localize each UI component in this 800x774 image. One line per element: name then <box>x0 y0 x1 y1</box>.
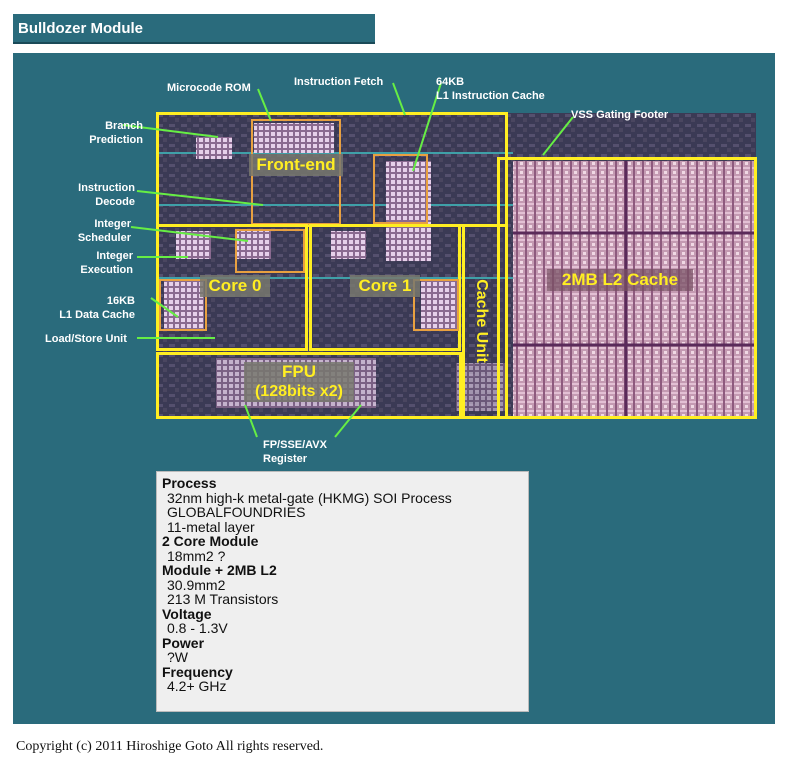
front-end-title: Front-end <box>249 154 343 176</box>
label-instruction-fetch: Instruction Fetch <box>294 76 384 88</box>
label-integer-execution-2: Execution <box>80 264 133 276</box>
fpu-block <box>156 352 462 419</box>
spec-heading: Power <box>162 634 205 651</box>
label-fp-register-2: Register <box>263 453 308 465</box>
label-load-store-unit: Load/Store Unit <box>45 333 127 345</box>
core1-title: Core 1 <box>350 275 420 297</box>
spec-heading: Module + 2MB L2 <box>162 562 277 578</box>
label-l1-dcache-2: L1 Data Cache <box>59 309 135 321</box>
core0-block <box>156 224 308 351</box>
core0-title: Core 0 <box>200 275 270 297</box>
spec-value: 0.8 - 1.3V <box>167 620 228 636</box>
label-branch-prediction-2: Prediction <box>89 134 143 146</box>
label-vss-gating-footer: VSS Gating Footer <box>571 109 669 121</box>
page-title: Bulldozer Module <box>13 14 375 44</box>
l2-cache-title: 2MB L2 Cache <box>547 269 693 291</box>
core1-block <box>309 224 461 351</box>
spec-heading: 2 Core Module <box>162 533 259 549</box>
spec-value: 213 M Transistors <box>167 591 279 607</box>
copyright-text: Copyright (c) 2011 Hiroshige Goto All ri… <box>16 739 324 754</box>
label-instruction-decode-2: Decode <box>95 196 135 208</box>
label-integer-execution-1: Integer <box>96 250 133 262</box>
spec-value: 30.9mm2 <box>167 576 226 593</box>
l1-dcache-block-core1 <box>413 279 459 331</box>
label-instruction-decode-1: Instruction <box>78 182 135 194</box>
spec-value: ?W <box>167 649 188 665</box>
label-integer-scheduler-1: Integer <box>94 218 131 230</box>
spec-value: 11-metal layer <box>167 518 255 535</box>
spec-heading: Process <box>162 475 217 491</box>
spec-value: 18mm2 ? <box>167 547 226 564</box>
spec-heading: Frequency <box>162 663 233 680</box>
label-l1-icache-1: 64KB <box>436 76 465 88</box>
spec-value: GLOBALFOUNDRIES <box>167 504 306 520</box>
label-microcode-rom: Microcode ROM <box>167 82 251 94</box>
label-integer-scheduler-2: Scheduler <box>77 232 131 244</box>
label-l1-dcache-1: 16KB <box>106 295 135 307</box>
fpu-title-line1: FPU <box>244 362 354 382</box>
fpu-title-line2: (128bits x2) <box>244 382 354 402</box>
spec-heading: Voltage <box>162 605 212 622</box>
cache-unit-block <box>462 224 508 419</box>
diagram-panel: Front-end Core 0 Core 1 2MB L2 Cache Cac… <box>13 53 775 724</box>
callout-arrows <box>122 82 574 438</box>
spec-value: 4.2+ GHz <box>167 678 227 694</box>
l1-icache-block <box>373 154 428 224</box>
label-branch-prediction-1: Branch <box>105 120 143 132</box>
integer-scheduler-block <box>235 229 305 273</box>
l2-cache-block <box>497 157 757 419</box>
label-fp-register-1: FP/SSE/AVX <box>263 439 327 451</box>
label-l1-icache-2: L1 Instruction Cache <box>436 90 545 102</box>
spec-value: 32nm high-k metal-gate (HKMG) SOI Proces… <box>167 489 452 506</box>
